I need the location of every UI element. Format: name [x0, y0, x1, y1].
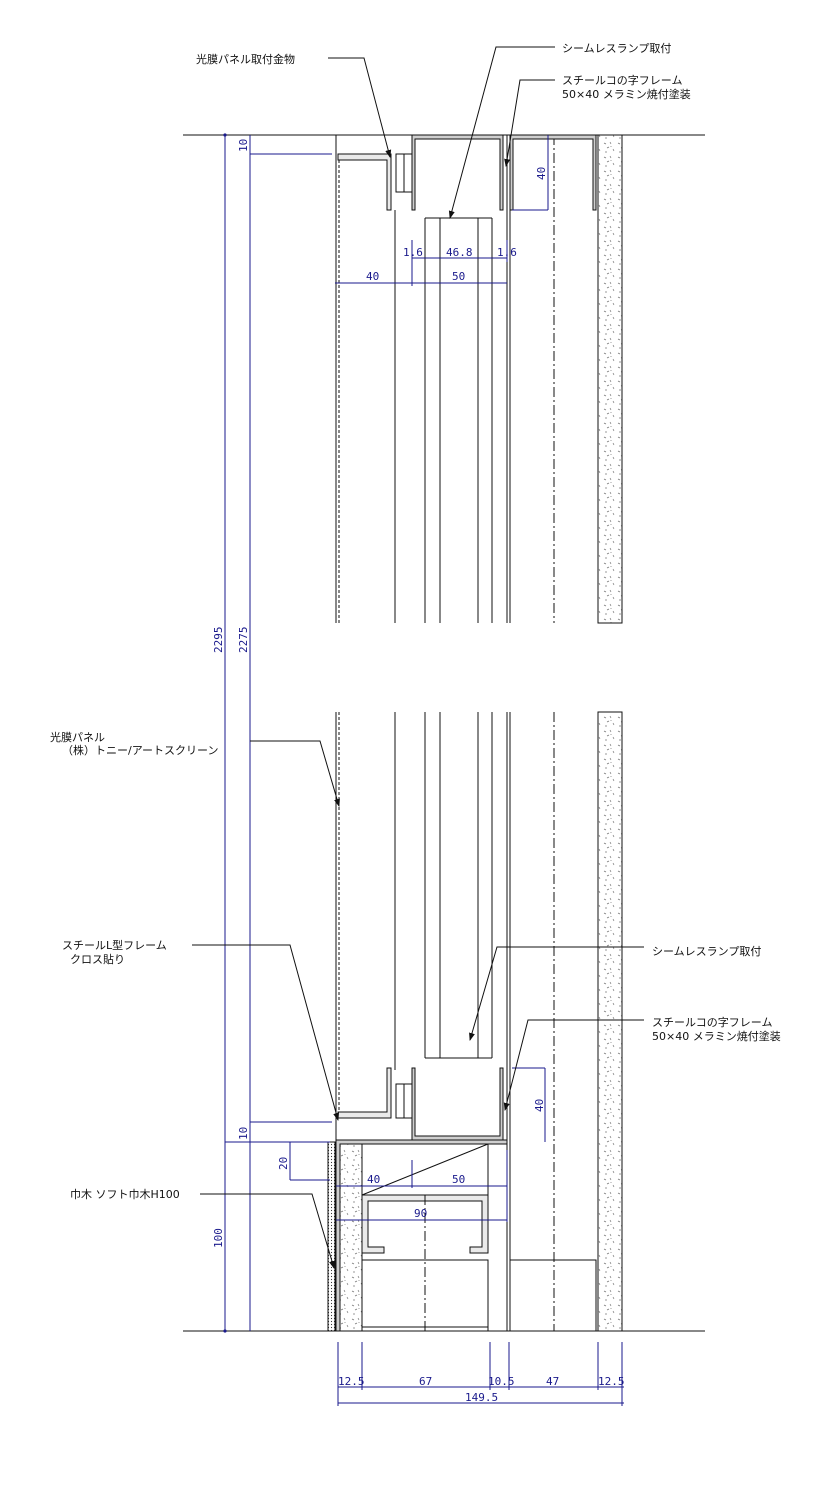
baseboard	[327, 1141, 336, 1332]
label-panel-bracket: 光膜パネル取付金物	[196, 52, 295, 66]
dim-base-offset: 20	[277, 1157, 290, 1170]
c-frame-top	[411, 134, 504, 211]
dim-bottom-gap: 10	[237, 1127, 250, 1140]
label-l-frame-2: クロス貼り	[70, 952, 125, 966]
dim-panel-depth: 40	[366, 270, 379, 283]
vertical-members-lower	[335, 712, 555, 1331]
lamp-top	[425, 218, 492, 224]
label-panel-1: 光膜パネル	[50, 730, 105, 744]
dim-bottom-seg-5: 12.5	[598, 1375, 625, 1388]
label-c-frame-top-2: 50×40 メラミン焼付塗装	[562, 87, 691, 101]
label-panel-2: （株）トニー/アートスクリーン	[62, 743, 219, 757]
base-channel	[361, 1194, 489, 1254]
dim-base-right: 50	[452, 1173, 465, 1186]
dim-base-total: 90	[414, 1207, 427, 1220]
dim-top-gap: 10	[237, 139, 250, 152]
l-bracket-bottom	[337, 1067, 392, 1119]
label-lamp-bottom: シームレスランプ取付	[652, 945, 761, 958]
l-bracket-top	[337, 153, 392, 211]
dim-bottom-seg-2: 67	[419, 1375, 432, 1388]
dim-panel-height: 2275	[237, 627, 250, 654]
dim-frame-width: 50	[452, 270, 465, 283]
dim-bottom-seg-1: 12.5	[338, 1375, 365, 1388]
c-frame-right-top	[509, 134, 597, 211]
leader-lines	[192, 46, 644, 1269]
dim-base-left: 40	[367, 1173, 380, 1186]
dim-base-height: 100	[212, 1228, 225, 1248]
base-block	[339, 1143, 363, 1332]
label-c-frame-bottom-1: スチールコの字フレーム	[652, 1015, 772, 1029]
dim-lamp-width: 46.8	[446, 246, 473, 259]
dim-c-frame-height-bottom: 40	[533, 1099, 546, 1112]
label-c-frame-top-1: スチールコの字フレーム	[562, 73, 682, 87]
dim-bottom-seg-4: 47	[546, 1375, 559, 1388]
label-c-frame-bottom-2: 50×40 メラミン焼付塗装	[652, 1029, 781, 1043]
dim-total-height: 2295	[212, 627, 225, 654]
label-lamp-top: シームレスランプ取付	[562, 42, 671, 55]
wall-concrete	[597, 134, 623, 1332]
c-frame-bottom	[411, 1067, 504, 1141]
dim-c-frame-height-top: 40	[535, 167, 548, 180]
dim-wall-2: 1.6	[497, 246, 517, 259]
vertical-members-upper	[335, 135, 555, 623]
dim-bottom-total: 149.5	[465, 1391, 498, 1404]
dimension-lines	[223, 133, 624, 1406]
dim-bottom-seg-3: 10.5	[488, 1375, 515, 1388]
label-baseboard: 巾木 ソフト巾木H100	[70, 1187, 180, 1201]
dim-wall-1: 1.6	[403, 246, 423, 259]
label-l-frame-1: スチールL型フレーム	[62, 938, 167, 952]
